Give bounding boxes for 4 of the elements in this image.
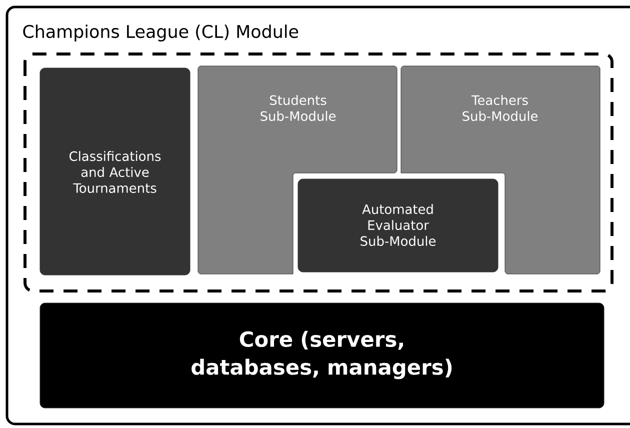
- module-box: Automated Evaluator Sub-Module: [298, 178, 498, 272]
- dashed-group-box: [24, 52, 614, 292]
- module-box: Classifications and Active Tournaments: [40, 68, 190, 276]
- module-box: Core (servers, databases, managers): [40, 302, 604, 408]
